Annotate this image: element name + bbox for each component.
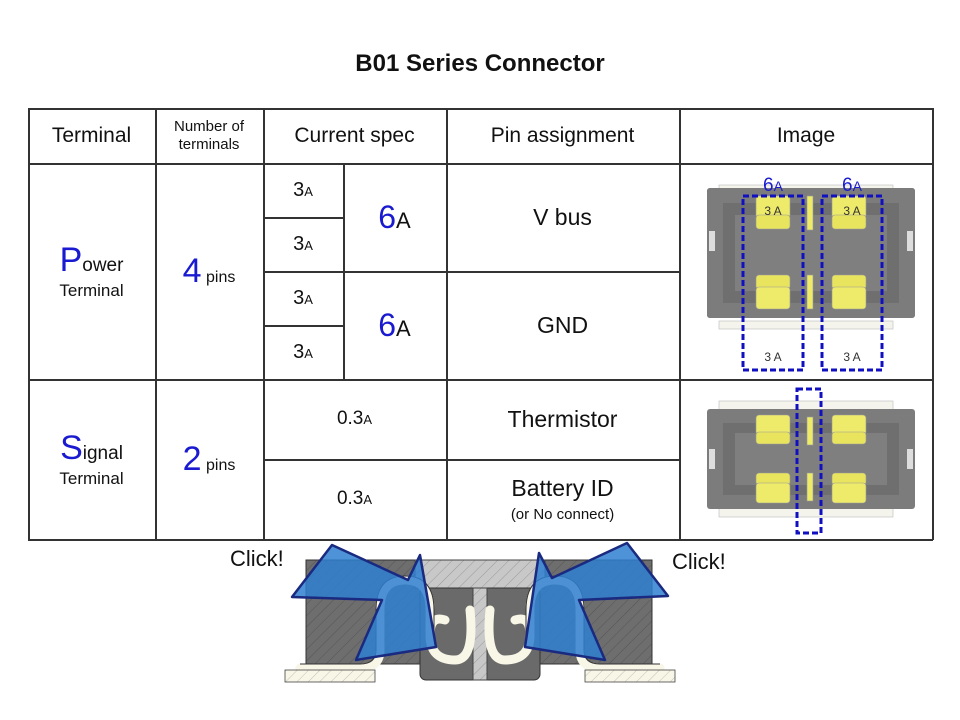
cell-divider (263, 459, 680, 461)
power-pin-count: 4 pins (155, 163, 263, 379)
current-unit: A (304, 237, 313, 253)
cell-divider (263, 217, 343, 219)
pin-label: 3 A (764, 350, 781, 364)
pin-label: 3 A (843, 350, 860, 364)
arrow-left-icon (290, 543, 438, 662)
col-divider (155, 108, 157, 540)
cell-divider (263, 325, 343, 327)
pin-current: 3A (263, 217, 343, 271)
click-label-right: Click! (672, 549, 726, 574)
highlight-group-vbus (741, 194, 805, 372)
header-divider (28, 163, 933, 165)
current-value: 6 (378, 306, 397, 343)
col-divider (679, 108, 681, 540)
contact-pins (755, 195, 867, 310)
terminal-suffix: Terminal (59, 469, 124, 488)
terminal-initial: S (60, 429, 83, 467)
signal-current: 0.3A (263, 459, 446, 539)
table-border-left (28, 108, 30, 540)
table-border-top (28, 108, 933, 110)
pin-assignment-vbus: V bus (533, 203, 592, 230)
assignment-label: Battery ID (511, 475, 614, 501)
current-unit: A (363, 492, 373, 507)
click-label-left: Click! (230, 546, 284, 571)
connector-top-view (707, 400, 915, 518)
solder-tail-left (284, 669, 376, 683)
current-unit: A (304, 291, 313, 307)
current-unit: A (363, 412, 373, 427)
connector-top-view (707, 184, 915, 330)
table-border-bottom (28, 539, 933, 541)
pin-label: 3 A (764, 204, 781, 218)
col-divider (446, 108, 448, 540)
pin-assignment-battery-id: Battery ID (or No connect) (446, 459, 679, 539)
signal-current: 0.3A (263, 379, 446, 459)
current-unit: A (396, 207, 411, 233)
header-terminal: Terminal (51, 123, 132, 147)
solder-tail-right (584, 669, 676, 683)
current-value: 0.3 (336, 408, 364, 429)
highlight-group-gnd (820, 194, 884, 372)
cell-divider (263, 271, 680, 273)
pin-label: 3 A (843, 204, 860, 218)
pin-current: 3A (263, 271, 343, 325)
current-value: 3 (293, 232, 305, 255)
terminal-initial: P (59, 241, 83, 279)
pin-assignment-thermistor: Thermistor (507, 405, 618, 432)
table-border-right (932, 108, 934, 540)
power-connector-image: 6A 6A 3 A 3 A 3 A 3 A (707, 175, 915, 372)
terminal-suffix: Terminal (59, 281, 124, 300)
signal-terminal-label: Signal Terminal (28, 379, 155, 539)
spec-table: Terminal Number of terminals Current spe… (28, 108, 934, 541)
col-divider (263, 108, 265, 540)
group-label: 6A (763, 175, 784, 196)
header-pin-assignment: Pin assignment (490, 123, 635, 147)
row-divider (28, 379, 933, 381)
header-line: terminals (178, 135, 240, 153)
pin-current: 3A (263, 325, 343, 379)
signal-connector-image (707, 387, 915, 535)
pin-current: 3A (263, 163, 343, 217)
pin-count-value: 4 (182, 251, 202, 290)
header-number-of-terminals: Number of terminals (155, 108, 263, 163)
group-current: 6A (343, 163, 446, 271)
header-line: Number of (173, 118, 245, 136)
arrow-right-icon (523, 541, 670, 662)
current-unit: A (304, 345, 313, 361)
current-value: 6 (378, 198, 397, 235)
current-value: 3 (293, 340, 305, 363)
current-value: 3 (293, 286, 305, 309)
group-label: 6A (842, 175, 863, 196)
header-current-spec: Current spec (294, 123, 415, 147)
power-terminal-label: Power Terminal (28, 163, 155, 379)
highlight-signal-pins (795, 387, 823, 535)
header-image: Image (776, 123, 836, 147)
pin-unit: pins (206, 268, 236, 286)
signal-pin-count: 2 pins (155, 379, 263, 539)
terminal-rest: ower (82, 255, 124, 276)
pin-unit: pins (206, 456, 236, 474)
current-value: 0.3 (336, 488, 364, 509)
group-current: 6A (343, 271, 446, 379)
pin-assignment-gnd: GND (536, 311, 589, 338)
cross-section-diagram (284, 541, 676, 683)
current-unit: A (304, 183, 313, 199)
current-value: 3 (293, 178, 305, 201)
slide-title: B01 Series Connector (355, 50, 605, 77)
terminal-rest: ignal (82, 443, 123, 464)
pin-count-value: 2 (182, 439, 202, 478)
assignment-note: (or No connect) (510, 506, 615, 523)
current-unit: A (396, 315, 411, 341)
